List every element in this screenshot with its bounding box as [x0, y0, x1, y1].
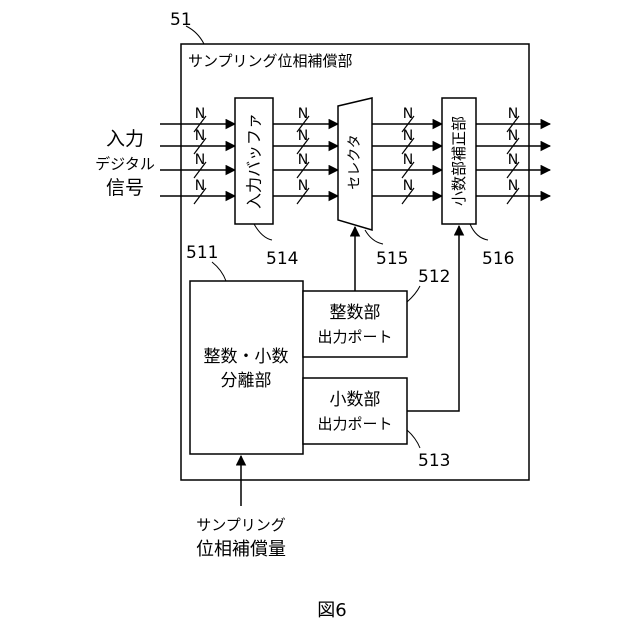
- frac-port-ref-label: 513: [418, 451, 450, 471]
- separator-block: [190, 281, 303, 454]
- separator-ref-leader: [212, 262, 226, 281]
- int-port-ref-leader: [407, 286, 420, 302]
- separator-label-line2: 分離部: [221, 371, 272, 391]
- compensation-label-line1: サンプリング: [196, 516, 286, 534]
- selector-label: セレクタ: [347, 134, 363, 189]
- selector-ref-leader: [365, 230, 383, 244]
- input-buffer-ref-label: 514: [266, 249, 298, 269]
- int-port-label-line1: 整数部: [330, 303, 381, 323]
- fraction-corrector-label: 小数部補正部: [450, 116, 468, 206]
- bus-width-label: N: [403, 128, 413, 144]
- selector-ref-label: 515: [376, 249, 408, 269]
- bus-width-label: N: [508, 106, 518, 122]
- separator-ref-label: 511: [186, 243, 218, 263]
- bus-width-label: N: [298, 152, 308, 168]
- input-signal-label-line2: デジタル: [95, 155, 155, 173]
- compensation-label-line2: 位相補償量: [196, 539, 286, 560]
- separator-label-line1: 整数・小数: [204, 347, 289, 367]
- int-port-label-line2: 出力ポート: [317, 328, 392, 346]
- unit-title: サンプリング位相補償部: [188, 52, 353, 70]
- fraction-corrector-ref-leader: [470, 224, 488, 240]
- bus-width-label: N: [508, 152, 518, 168]
- bus-width-label: N: [195, 128, 205, 144]
- frac-port-block: [303, 378, 407, 444]
- bus-width-label: N: [403, 152, 413, 168]
- bus-in-to-buffer: NNNN: [160, 106, 235, 204]
- frac-port-label-line1: 小数部: [330, 390, 381, 410]
- input-buffer-ref-leader: [254, 224, 272, 240]
- bus-width-label: N: [195, 178, 205, 194]
- int-port-block: [303, 291, 407, 357]
- bus-width-label: N: [298, 106, 308, 122]
- input-buffer-label: 入力バッファ: [245, 113, 264, 209]
- bus-width-label: N: [195, 152, 205, 168]
- bus-width-label: N: [508, 178, 518, 194]
- bus-width-label: N: [508, 128, 518, 144]
- bus-width-label: N: [298, 128, 308, 144]
- bus-width-label: N: [403, 106, 413, 122]
- bus-width-label: N: [298, 178, 308, 194]
- frac-port-label-line2: 出力ポート: [317, 415, 392, 433]
- input-signal-label-line1: 入力: [106, 128, 144, 150]
- frac-port-ref-leader: [407, 430, 420, 448]
- bus-buffer-to-selector: NNNN: [273, 106, 338, 204]
- input-signal-label-line3: 信号: [106, 177, 144, 199]
- int-port-ref-label: 512: [418, 267, 450, 287]
- fraction-corrector-ref-label: 516: [482, 249, 514, 269]
- bus-width-label: N: [403, 178, 413, 194]
- bus-corrector-to-out: NNNN: [476, 106, 550, 204]
- bus-width-label: N: [195, 106, 205, 122]
- figure-caption: 図6: [317, 600, 346, 621]
- unit-ref-label: 51: [170, 10, 192, 30]
- bus-selector-to-corrector: NNNN: [372, 106, 442, 204]
- frac-port-to-corrector-arrow: [407, 226, 459, 411]
